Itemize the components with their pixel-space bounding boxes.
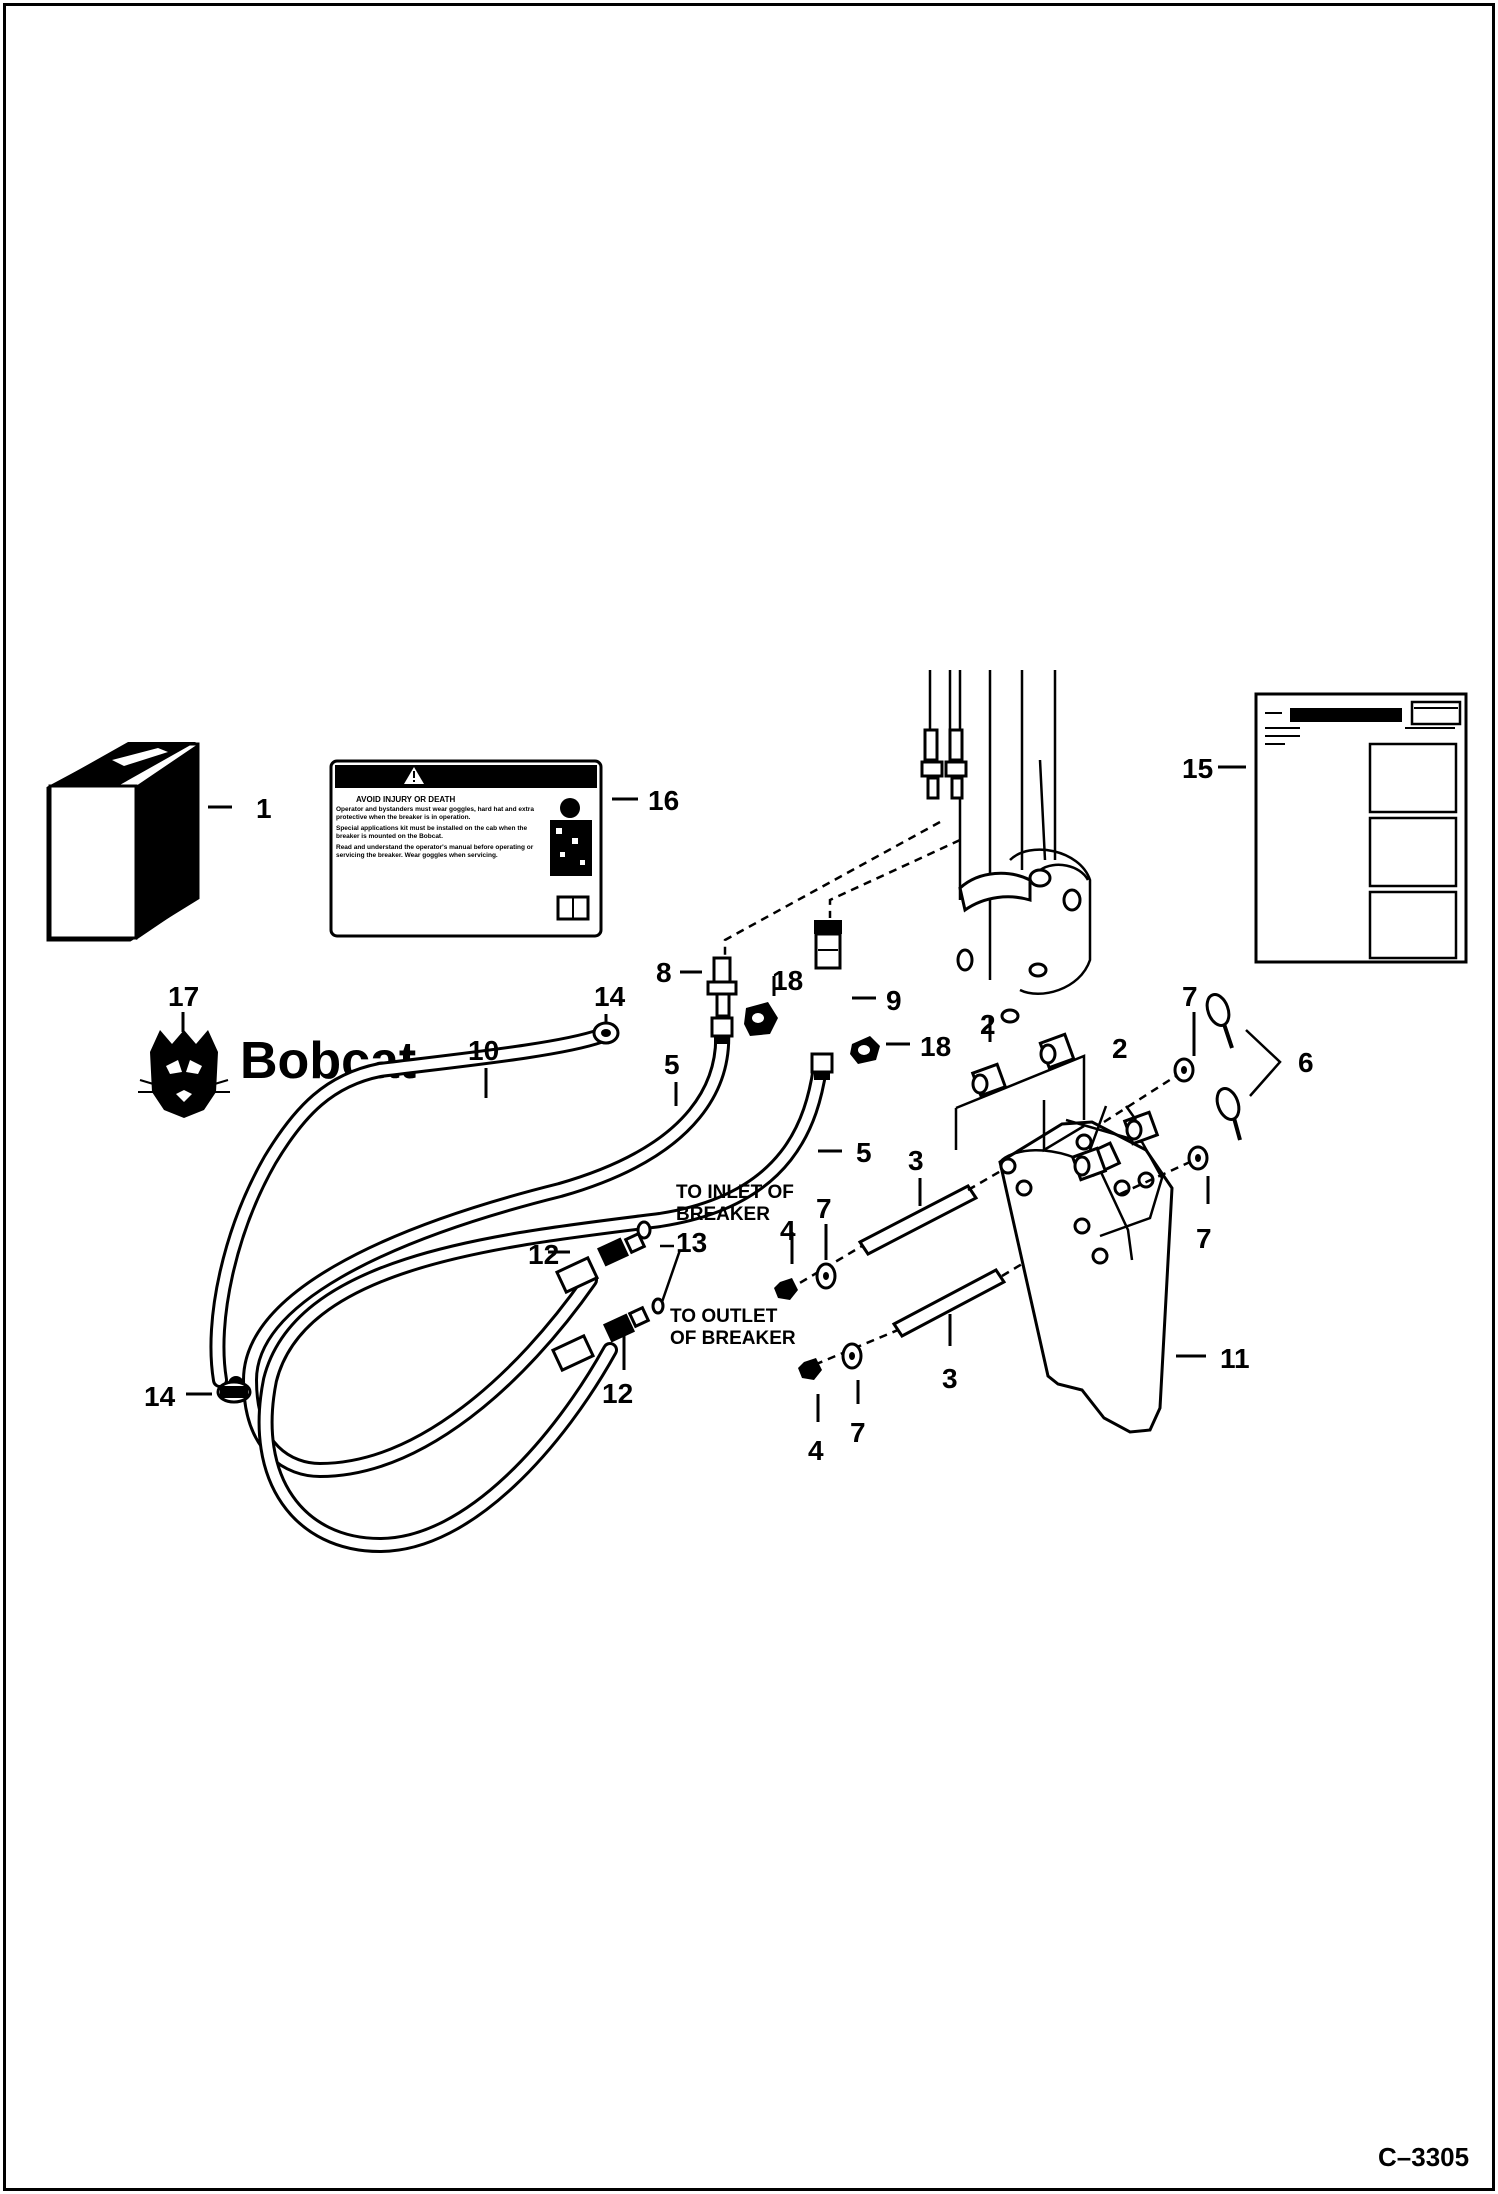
callout-7d: 7 [1196,1223,1212,1254]
hose-end-fitting-b [810,1052,834,1080]
callout-5a: 5 [664,1049,680,1080]
dust-cap-18b [850,1036,880,1064]
fitting-12-upper [554,1220,652,1295]
warning-subheader: AVOID INJURY OR DEATH [356,795,455,804]
coupler-8 [706,956,738,1018]
instructions-sheet: INSTRUCTIONS [1254,692,1468,964]
pin-3-upper [857,1184,979,1256]
hose-clamp-14a [592,1021,620,1045]
warning-triangle-icon [404,767,424,784]
callout-10: 10 [468,1035,499,1066]
hose-10-break [335,1136,353,1160]
nut-4-lower [798,1358,822,1380]
coupler-9 [814,920,842,970]
callout-14b: 14 [144,1381,176,1412]
bobcat-head-logo-icon [138,1030,230,1118]
instructions-title: INSTRUCTIONS [1302,711,1370,721]
callout-1: 1 [256,793,272,824]
callout-3b: 3 [942,1363,958,1394]
bushing-2d [1122,1110,1160,1146]
hose-clamp-14b [216,1380,252,1404]
manual-box [46,742,200,942]
callout-4a: 4 [780,1215,796,1246]
callout-13: 13 [676,1227,707,1258]
callout-3a: 3 [908,1145,924,1176]
callout-16: 16 [648,785,679,816]
warning-bullet-1: Operator and bystanders must wear goggle… [336,806,534,821]
dash-line-9 [828,838,961,918]
washer-7-upper [815,1262,837,1290]
callout-18a: 18 [772,965,803,996]
note-inlet-line1: TO INLET OF [676,1182,794,1203]
dust-cap-18a [744,1002,778,1036]
warning-header: WARNING [448,768,530,787]
warning-bullet-3: Read and understand the operator's manua… [336,844,534,859]
nut-4-upper [774,1278,798,1300]
fitting-12-lower [550,1297,665,1373]
callout-7b: 7 [850,1417,866,1448]
washer-7-right-lower [1187,1145,1209,1171]
callout-8: 8 [656,957,672,988]
hose-5-left [241,1022,731,1479]
washer-7-right-upper [1173,1057,1195,1083]
callout-2a: 2 [980,1009,996,1040]
manual-book-icon [556,895,590,921]
operator-figure-icon [550,798,592,876]
bobcat-wordmark: Bobcat [240,1032,416,1090]
note-outlet-line2: OF BREAKER [670,1328,796,1349]
callout-17: 17 [168,981,199,1012]
hose-5-right [257,1060,828,1554]
callout-15: 15 [1182,753,1213,784]
callout-14a: 14 [594,981,626,1012]
warning-bullet-2: Special applications kit must be install… [336,825,528,840]
callout-7a: 7 [816,1193,832,1224]
callout-4b: 4 [808,1435,824,1466]
lynch-pin-6b [1215,1087,1242,1141]
hose-end-fitting-a [710,1016,734,1044]
callout-9: 9 [886,985,902,1016]
bushing-2a [970,1062,1008,1098]
figure-frame [3,3,1495,2191]
callout-11: 11 [1220,1343,1250,1374]
figure-number: C–3305 [1378,2142,1469,2172]
callout-5b: 5 [856,1137,872,1168]
callout-18b: 18 [920,1031,951,1062]
warning-decal: WARNING AVOID INJURY OR DEATH Operator a… [329,759,603,938]
bushing-2b [1038,1032,1076,1070]
callout-12a: 12 [528,1239,559,1270]
callout-12b: 12 [602,1378,633,1409]
pin-3-lower [891,1268,1007,1338]
callout-6: 6 [1298,1047,1314,1078]
bushing-2c [1070,1146,1108,1182]
callout-2b: 2 [1112,1033,1128,1064]
washer-7-lower [841,1342,863,1370]
dash-line-8 [723,820,941,958]
machine-arm [920,670,1092,1024]
note-inlet-line2: BREAKER [676,1204,770,1225]
lynch-pin-6a [1205,993,1234,1049]
callout-7c: 7 [1182,981,1198,1012]
note-outlet-line1: TO OUTLET [670,1306,778,1327]
